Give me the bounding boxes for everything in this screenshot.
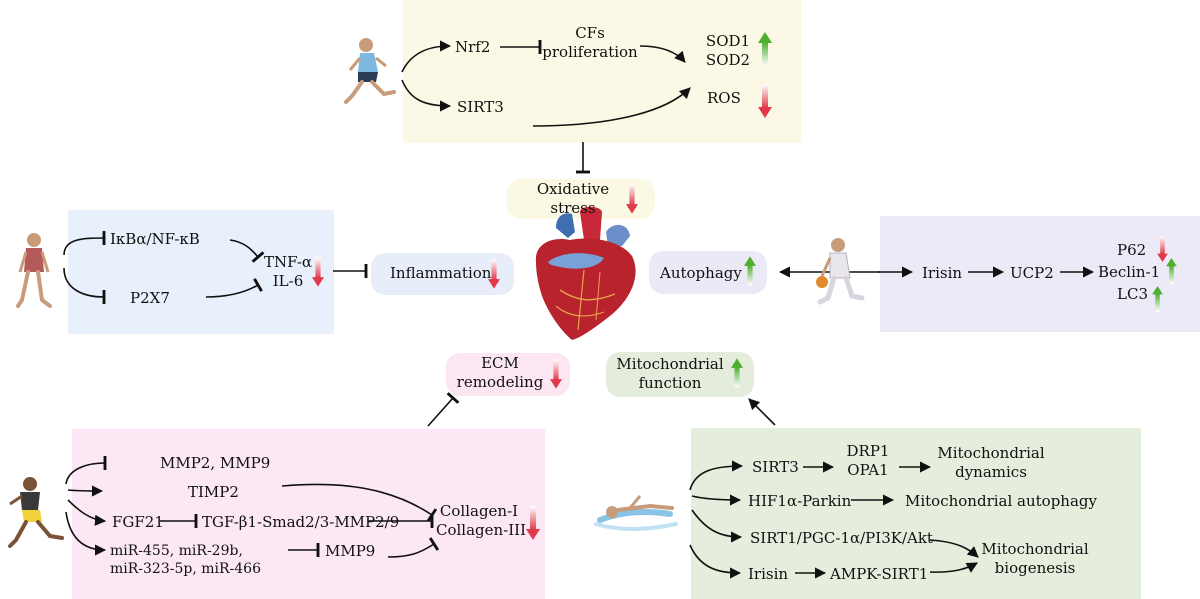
basketball-player-icon [816, 238, 865, 305]
label-ampk-sirt1: AMPK-SIRT1 [830, 565, 929, 583]
up-arrow-icon [744, 256, 756, 286]
label-sirt3-bottom: SIRT3 [752, 458, 799, 476]
label-irisin-right: Irisin [922, 264, 963, 282]
label-mito-biogenesis: Mitochondrial biogenesis [980, 540, 1090, 578]
label-cfs-line2: proliferation [542, 43, 638, 61]
label-mirnas: miR-455, miR-29b, miR-323-5p, miR-466 [110, 542, 261, 578]
label-mito-line1: Mitochondrial [616, 355, 724, 373]
label-inflammation: Inflammation [390, 264, 492, 282]
label-collagen: Collagen-I Collagen-III [436, 502, 527, 540]
label-irisin-bottom: Irisin [748, 565, 789, 583]
label-bio-line1: Mitochondrial [981, 540, 1089, 558]
label-sod1: SOD1 [705, 32, 751, 50]
label-dyn-line2: dynamics [955, 463, 1027, 481]
label-collagen-1: Collagen-I [439, 502, 519, 520]
label-sod: SOD1 SOD2 [700, 32, 756, 70]
label-bio-line2: biogenesis [994, 559, 1076, 577]
label-ucp2: UCP2 [1010, 264, 1054, 282]
label-mmp2-mmp9: MMP2, MMP9 [160, 454, 271, 472]
up-arrow-icon [1152, 286, 1163, 312]
up-arrow-icon [758, 32, 772, 66]
jogger-icon [8, 477, 64, 548]
down-arrow-icon [758, 84, 772, 118]
label-collagen-3: Collagen-III [436, 521, 527, 539]
label-ecm-line2: remodeling [456, 373, 544, 391]
label-mmp9: MMP9 [325, 542, 376, 560]
label-mito-line2: function [638, 374, 702, 392]
runner-icon [344, 38, 396, 104]
label-tnf: TNF-α [263, 253, 313, 271]
label-drp1-opa1: DRP1 OPA1 [840, 442, 896, 480]
label-nrf2: Nrf2 [455, 38, 491, 56]
walker-icon [16, 233, 52, 308]
label-sirt3-top: SIRT3 [457, 98, 504, 116]
label-autophagy: Autophagy [660, 264, 742, 282]
label-hif1a-parkin: HIF1α-Parkin [748, 492, 852, 510]
label-mir-line1: miR-455, miR-29b, [110, 543, 243, 559]
label-sod2: SOD2 [705, 51, 751, 69]
label-tgf-pathway: TGF-β1-Smad2/3-MMP2/9 [202, 513, 400, 531]
label-oxidative-line2: stress [550, 199, 596, 217]
label-ros: ROS [707, 89, 741, 107]
pill-ecm-remodeling [446, 353, 570, 396]
label-dyn-line1: Mitochondrial [937, 444, 1045, 462]
label-cfs-proliferation: CFs proliferation [540, 24, 640, 62]
label-cytokines: TNF-α IL-6 [262, 253, 314, 291]
pill-inflammation [371, 253, 514, 295]
label-beclin1: Beclin-1 [1098, 263, 1161, 281]
label-lc3: LC3 [1117, 285, 1148, 303]
label-fgf21: FGF21 [112, 513, 164, 531]
panel-left-inflammation [68, 210, 334, 334]
label-mito-autophagy: Mitochondrial autophagy [905, 492, 1097, 510]
panel-right-autophagy [880, 216, 1200, 332]
label-sirt1-pathway: SIRT1/PGC-1α/PI3K/Akt [750, 529, 933, 547]
up-arrow-icon [1166, 258, 1177, 284]
heart-icon [535, 206, 636, 340]
label-opa1: OPA1 [847, 461, 889, 479]
up-arrow-icon [731, 358, 743, 388]
label-timp2: TIMP2 [188, 483, 239, 501]
down-arrow-icon [550, 359, 562, 389]
down-arrow-icon [626, 184, 638, 214]
label-mir-line2: miR-323-5p, miR-466 [110, 561, 261, 577]
label-mito-dynamics: Mitochondrial dynamics [936, 444, 1046, 482]
label-oxidative-stress: Oxidative stress [528, 180, 618, 218]
label-p62: P62 [1117, 241, 1147, 259]
label-ecm-line1: ECM [481, 354, 519, 372]
label-mitochondrial-function: Mitochondrial function [614, 355, 726, 393]
label-drp1: DRP1 [846, 442, 890, 460]
label-cfs-line1: CFs [575, 24, 605, 42]
panel-bottom-left-ecm [72, 429, 545, 599]
pill-autophagy [649, 251, 767, 294]
label-ecm-remodeling: ECM remodeling [455, 354, 545, 392]
pill-mitochondrial-function [606, 352, 754, 397]
down-arrow-icon [526, 506, 540, 540]
down-arrow-icon [1157, 236, 1168, 262]
panel-top-oxidative [403, 0, 801, 143]
label-p2x7: P2X7 [130, 289, 170, 307]
label-oxidative-line1: Oxidative [536, 180, 610, 198]
swimmer-icon [594, 495, 678, 531]
panel-bottom-right-mito [691, 428, 1141, 599]
label-ikba-nfkb: IκBα/NF-κB [110, 230, 200, 248]
label-il6: IL-6 [272, 272, 304, 290]
